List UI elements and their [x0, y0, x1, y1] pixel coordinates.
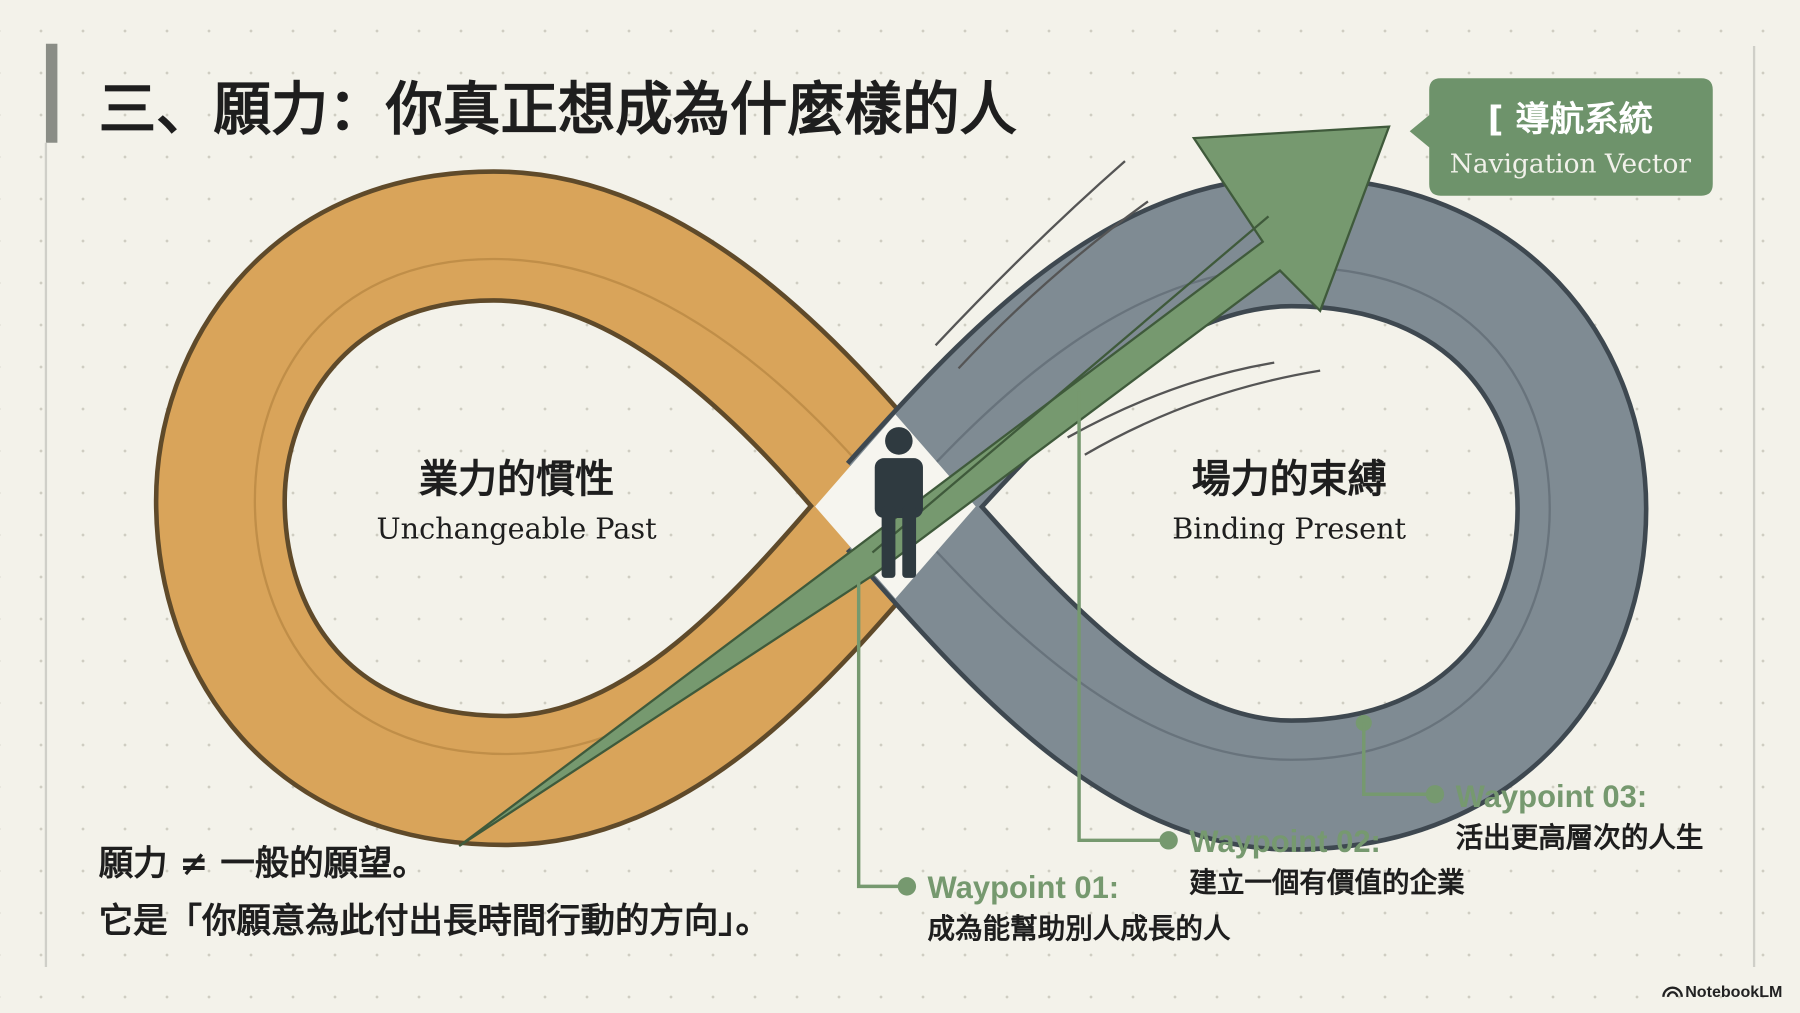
- waypoint-02: [1077, 391, 1178, 850]
- waypoint-01-text: 成為能幫助別人成長的人: [928, 912, 1231, 945]
- title-accent-bar: [45, 43, 58, 143]
- notebooklm-logo-icon: [1662, 986, 1683, 998]
- waypoint-02-label: Waypoint 02:: [1189, 824, 1381, 859]
- waypoint-01: [856, 564, 917, 896]
- right-loop-subtitle: Binding Present: [1172, 512, 1406, 546]
- left-loop-title: 業力的慣性: [419, 458, 614, 503]
- callout-subtitle: Navigation Vector: [1450, 149, 1692, 180]
- navigation-callout: [ 導航系統 Navigation Vector: [1409, 78, 1713, 196]
- infinity-symbol: [153, 169, 1649, 852]
- waypoint-01-label: Waypoint 01:: [928, 870, 1120, 905]
- callout-title: [ 導航系統: [1488, 100, 1653, 140]
- waypoint-02-text: 建立一個有價值的企業: [1189, 866, 1465, 899]
- right-loop-title: 場力的束縛: [1192, 458, 1387, 503]
- watermark-text: NotebookLM: [1685, 983, 1782, 1001]
- waypoint-03-label: Waypoint 03:: [1456, 779, 1648, 814]
- footer-line-2: 它是「你願意為此付出長時間行動的方向」。: [99, 901, 770, 941]
- notebooklm-watermark: NotebookLM: [1662, 983, 1782, 1001]
- navigation-arrow: [458, 125, 1391, 848]
- waypoint-03: [1355, 714, 1445, 804]
- left-loop-subtitle: Unchangeable Past: [377, 512, 658, 546]
- footer-line-1: 願力 ≠ 一般的願望。: [99, 844, 427, 884]
- person-icon: [874, 427, 923, 578]
- page-title: 三、願力：你真正想成為什麼樣的人: [99, 76, 1018, 143]
- waypoint-03-text: 活出更高層次的人生: [1456, 821, 1704, 854]
